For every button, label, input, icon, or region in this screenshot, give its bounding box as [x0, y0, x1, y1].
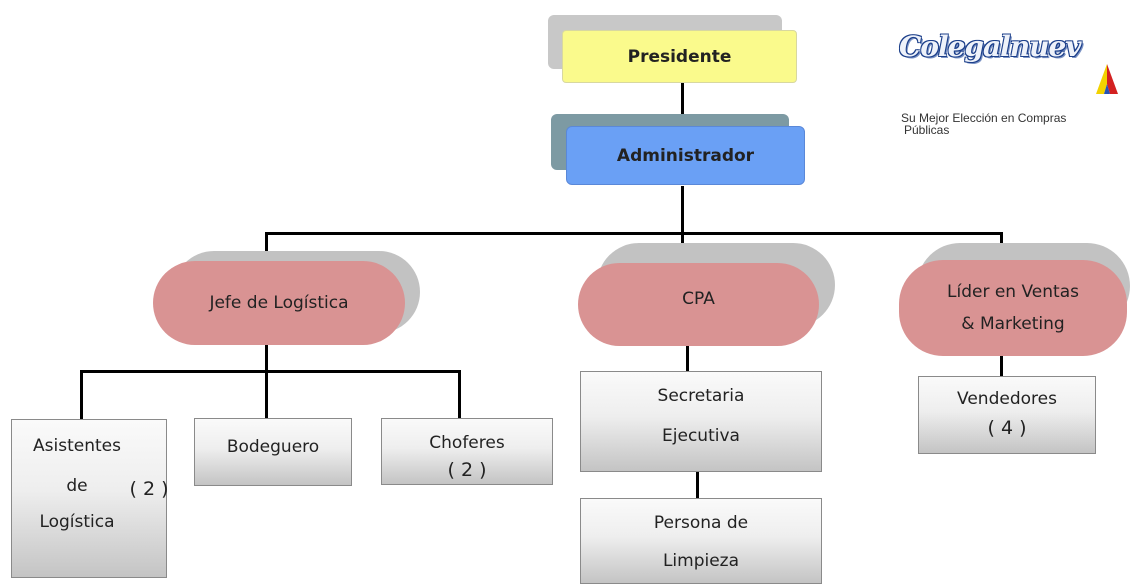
connector-to-bodeguero: [265, 370, 268, 418]
logo-tagline-line2: Públicas: [904, 123, 950, 137]
connector-admin-trunk: [681, 186, 684, 234]
president-box: Presidente: [562, 30, 797, 83]
vendedores-count: ( 4 ): [987, 417, 1027, 439]
connector-logistics-bar: [80, 370, 461, 373]
cpa-label: CPA: [682, 288, 715, 309]
logo-wordmark: Colegalnuev: [899, 30, 1082, 63]
vendedores-label: Vendedores: [957, 389, 1057, 409]
bodeguero-box: Bodeguero: [194, 418, 352, 486]
asistentes-box: Asistentes de ( 2 ) Logística: [11, 419, 169, 578]
logistics-head-pill: Jefe de Logística: [153, 261, 405, 345]
asistentes-line3: Logística: [39, 512, 115, 532]
asistentes-count: ( 2 ): [129, 478, 169, 500]
company-logo: Colegalnuev Su Mejor Elección en Compras…: [893, 22, 1133, 142]
asistentes-line1: Asistentes: [33, 436, 121, 456]
connector-level2-bar: [265, 232, 1003, 235]
choferes-count: ( 2 ): [447, 459, 487, 481]
connector-secretaria-limpieza: [696, 472, 699, 498]
president-label: Presidente: [627, 46, 732, 67]
cpa-pill: CPA: [578, 263, 819, 346]
sales-lead-label-line1: Líder en Ventas: [947, 282, 1079, 302]
secretaria-line2: Ejecutiva: [662, 426, 740, 446]
logistics-head-label: Jefe de Logística: [209, 293, 349, 313]
connector-logistics-down: [265, 345, 268, 372]
logo-tagline-line1: Su Mejor Elección en Compras: [901, 111, 1067, 125]
connector-to-asistentes: [80, 370, 83, 420]
choferes-label: Choferes: [429, 433, 505, 453]
secretaria-box: Secretaria Ejecutiva: [580, 371, 822, 472]
sales-lead-pill: Líder en Ventas & Marketing: [899, 260, 1127, 356]
limpieza-box: Persona de Limpieza: [580, 498, 822, 584]
secretaria-line1: Secretaria: [657, 386, 745, 406]
connector-to-choferes: [458, 370, 461, 418]
connector-president-admin: [681, 82, 684, 117]
admin-label: Administrador: [616, 145, 755, 166]
limpieza-line2: Limpieza: [662, 551, 740, 571]
bodeguero-label: Bodeguero: [226, 437, 320, 457]
limpieza-line1: Persona de: [653, 513, 749, 533]
admin-box: Administrador: [566, 126, 805, 185]
asistentes-line2: de: [66, 476, 88, 496]
logo-flag-icon: [1096, 64, 1118, 94]
sales-lead-label-line2: & Marketing: [961, 314, 1065, 334]
connector-to-logistics: [265, 232, 268, 262]
connector-sales-vendedores: [1000, 355, 1003, 377]
choferes-box: Choferes ( 2 ): [381, 418, 553, 485]
vendedores-box: Vendedores ( 4 ): [918, 376, 1096, 454]
logo-tagline: Su Mejor Elección en Compras Públicas: [901, 112, 1066, 136]
connector-cpa-secretaria: [686, 345, 689, 371]
